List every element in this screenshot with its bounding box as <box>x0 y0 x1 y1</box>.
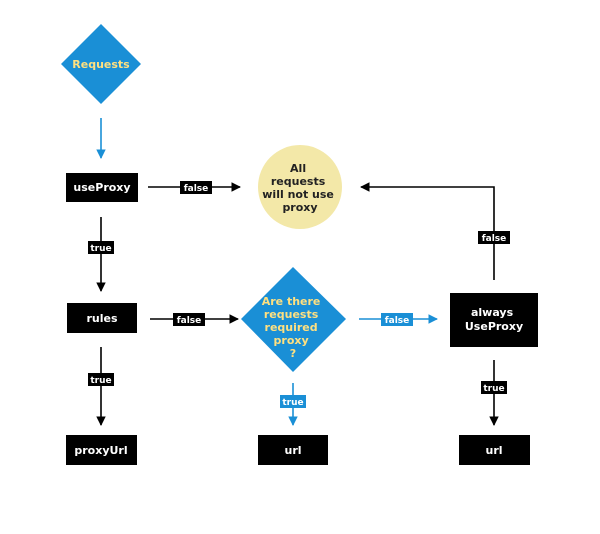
label-question-false: false <box>381 313 413 326</box>
node-requests-text: Requests <box>72 58 130 71</box>
node-url-right: url <box>459 435 530 465</box>
node-requests: Requests <box>61 24 141 104</box>
label-useproxy-false-text: false <box>184 184 209 194</box>
always-line: UseProxy <box>465 320 523 333</box>
label-useproxy-true: true <box>88 241 114 254</box>
all-requests-line: requests <box>271 175 326 188</box>
node-proxy-url: proxyUrl <box>66 435 137 465</box>
node-question-text: Are there requests required proxy ? <box>262 295 325 360</box>
question-line: requests <box>264 308 319 321</box>
label-question-true: true <box>280 395 306 408</box>
node-always-use-proxy: always UseProxy <box>450 293 538 347</box>
label-always-false-text: false <box>482 234 507 244</box>
node-rules-text: rules <box>86 312 117 325</box>
node-all-requests-text: All requests will not use proxy <box>262 162 337 214</box>
label-question-false-text: false <box>385 316 410 326</box>
node-all-requests: All requests will not use proxy <box>258 145 342 229</box>
node-question: Are there requests required proxy ? <box>241 267 346 372</box>
all-requests-line: All <box>290 162 306 175</box>
always-line: always <box>471 306 514 319</box>
question-line: ? <box>290 347 296 360</box>
question-line: Are there <box>262 295 321 308</box>
all-requests-line: proxy <box>282 201 317 214</box>
label-useproxy-false: false <box>180 181 212 194</box>
node-use-proxy-text: useProxy <box>73 181 130 194</box>
node-url-right-text: url <box>485 444 502 457</box>
node-proxy-url-text: proxyUrl <box>74 444 127 457</box>
label-rules-true: true <box>88 373 114 386</box>
question-line: required <box>265 321 318 334</box>
all-requests-line: will not use <box>262 188 334 201</box>
node-use-proxy: useProxy <box>66 173 138 202</box>
label-question-true-text: true <box>282 398 303 408</box>
label-always-false: false <box>478 231 510 244</box>
label-always-true-text: true <box>483 384 504 394</box>
label-rules-false: false <box>173 313 205 326</box>
label-useproxy-true-text: true <box>90 244 111 254</box>
edge-always-false <box>360 182 495 280</box>
node-always-use-proxy-text: always UseProxy <box>465 306 523 333</box>
node-url-center-text: url <box>284 444 301 457</box>
label-rules-false-text: false <box>177 316 202 326</box>
label-always-true: true <box>481 381 507 394</box>
node-rules: rules <box>67 303 137 333</box>
label-rules-true-text: true <box>90 376 111 386</box>
node-url-center: url <box>258 435 328 465</box>
question-line: proxy <box>274 334 309 347</box>
